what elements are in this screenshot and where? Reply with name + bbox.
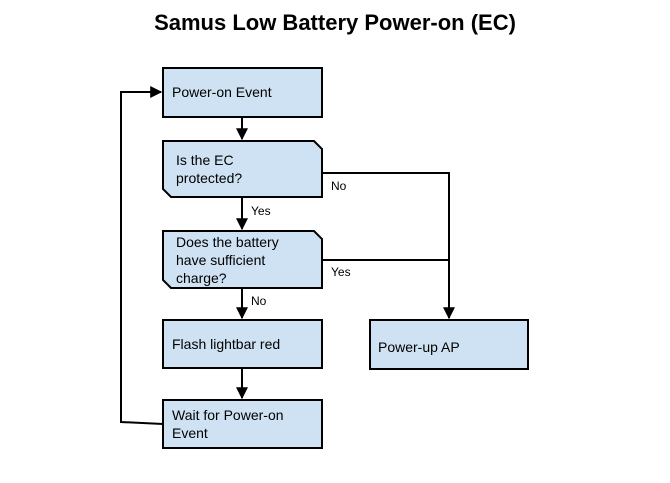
node-power-on-event: Power-on Event [162,67,323,118]
edges [120,86,455,425]
node-label-line: Is the EC [176,152,234,168]
edge-wait-loop-to-power-on [120,86,164,425]
svg-text:Power-on Event: Power-on Event [172,84,272,100]
edge-label-battery-yes: Yes [331,265,351,279]
node-label-line: Power-up AP [378,339,460,355]
diagram-title: Samus Low Battery Power-on (EC) [154,10,516,35]
edge-label-ec-yes: Yes [251,204,271,218]
node-power-up-ap: Power-up AP [369,319,529,370]
node-flash-lightbar: Flash lightbar red [162,319,323,369]
edge-label-battery-no: No [251,294,267,308]
node-label-line: Flash lightbar red [172,336,280,352]
svg-text:Power-up AP: Power-up AP [378,339,460,355]
node-label-line: Does the battery [176,234,279,250]
node-label-line: Wait for Power-on [172,407,284,423]
edge-ec-no-to-power-up [322,172,455,320]
node-wait-power-on: Wait for Power-on Event [162,399,323,449]
node-is-ec-protected: Is the EC protected? [162,140,323,198]
node-label-line: have sufficient [176,252,265,268]
edge-label-ec-no: No [331,179,347,193]
svg-text:Does the battery have su: Does the battery have sufficient charge? [176,234,283,286]
node-label-line: protected? [176,170,242,186]
svg-text:Wait for Power-on Event: Wait for Power-on Event [172,407,287,441]
svg-text:Flash lightbar red: Flash lightbar red [172,336,280,352]
svg-text:Is the EC protected?: Is the EC protected? [176,152,242,186]
node-battery-charge: Does the battery have sufficient charge? [162,230,323,289]
node-label-line: Power-on Event [172,84,272,100]
node-label-line: Event [172,425,208,441]
node-label-line: charge? [176,270,227,286]
